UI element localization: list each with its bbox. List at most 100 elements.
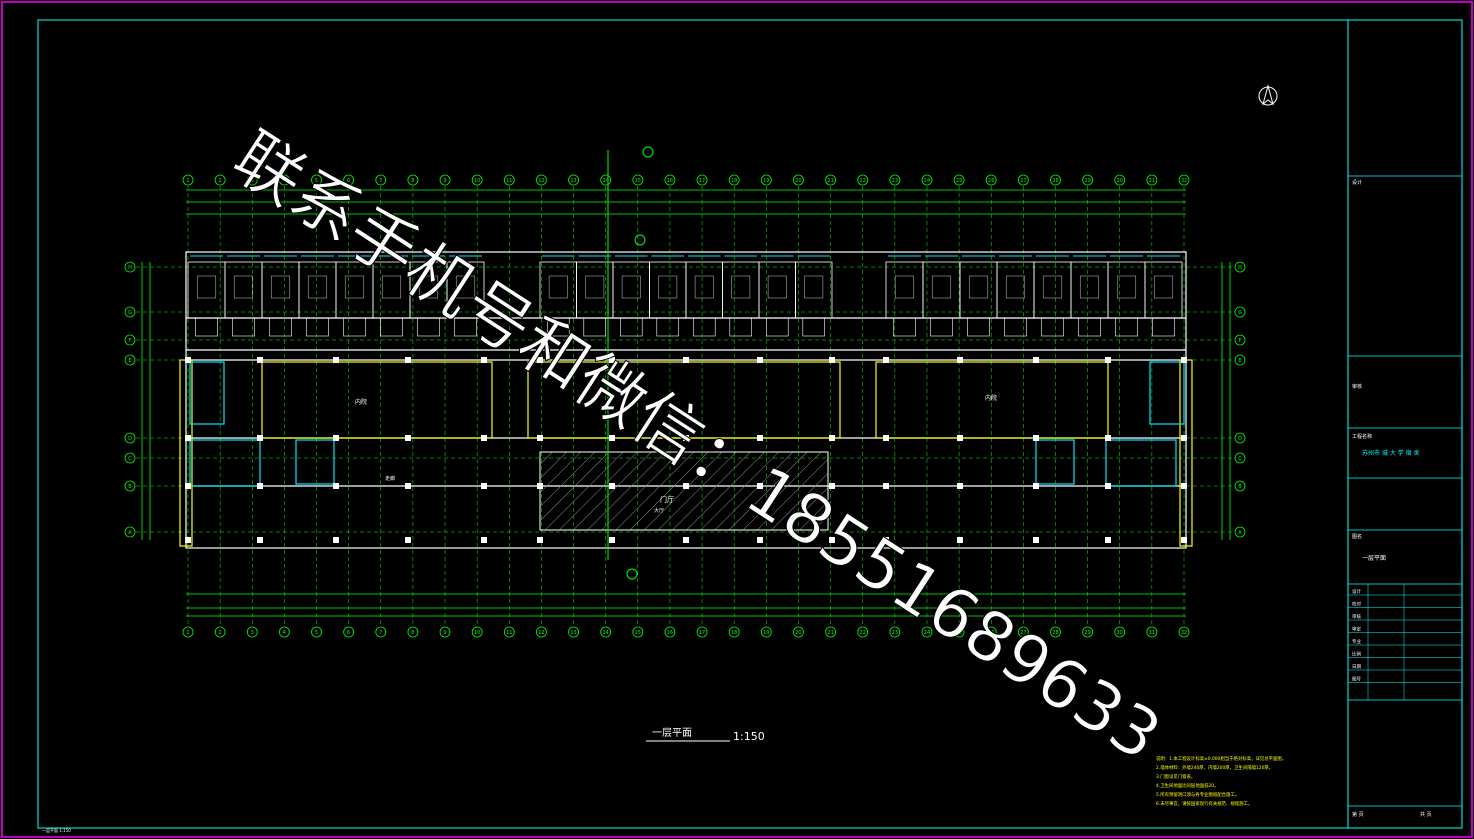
axis-bubble	[1234, 334, 1246, 346]
bed-block	[270, 275, 291, 299]
axis-bubble-label: 26	[988, 630, 994, 636]
axis-bubble	[471, 174, 483, 186]
axis-bubble	[1050, 174, 1061, 186]
column-mark	[1181, 537, 1187, 543]
axis-bubble	[1082, 626, 1094, 638]
courtyard-right-label: 内院	[985, 394, 997, 402]
axis-bubble-label: 7	[379, 178, 382, 184]
room-cell	[612, 261, 650, 319]
axis-bubble-label: 5	[315, 630, 318, 636]
axis-bubble-label: 4	[283, 178, 286, 184]
dormitory-rooms	[187, 255, 1183, 337]
axis-bubble-label: 9	[443, 178, 446, 184]
axis-bubble-label: 8	[411, 630, 414, 636]
axis-bubble	[407, 174, 419, 186]
tb-project-label: 工程名称	[1352, 433, 1372, 440]
axis-bubble-label: 23	[892, 630, 898, 636]
room-cell	[922, 261, 961, 319]
bed-block	[1042, 275, 1063, 299]
column-mark	[1105, 435, 1111, 441]
axis-bubble-label: 12	[538, 630, 544, 636]
bed-block	[344, 275, 365, 299]
room-cell	[1070, 261, 1109, 319]
axis-bubble-label: 4	[283, 630, 286, 636]
axis-bubble	[1082, 174, 1094, 186]
column-mark	[683, 357, 689, 363]
bed-block	[658, 275, 678, 299]
column-mark	[405, 357, 411, 363]
room-cell	[685, 261, 723, 319]
axis-bubble	[182, 174, 194, 186]
bed-block	[968, 275, 989, 299]
hall-sublabel: 大厅	[654, 507, 664, 514]
dimension-lines	[141, 189, 1231, 617]
axis-bubble	[503, 174, 515, 186]
column-mark	[185, 537, 191, 543]
column-mark	[481, 537, 487, 543]
axis-bubble	[471, 626, 483, 638]
axis-bubble	[1234, 480, 1246, 492]
room-cell	[649, 261, 687, 319]
axis-bubble	[953, 174, 965, 186]
axis-bubble	[1017, 174, 1029, 186]
room-cell	[996, 261, 1035, 319]
column-mark	[757, 357, 763, 363]
axis-bubble	[1178, 626, 1190, 638]
note-line: 说明：1.本工程设计标高±0.000相当于绝对标高，详见总平面图。	[1156, 755, 1286, 762]
axis-bubble-label: 25	[956, 178, 962, 184]
axis-bubble	[124, 526, 136, 538]
bath-cell	[692, 317, 716, 337]
axis-bubble-label: 2	[219, 178, 222, 184]
bath-cell	[765, 317, 789, 337]
tb-row-label: 审定	[1352, 626, 1361, 633]
bed-block	[767, 275, 787, 299]
axis-bubble	[921, 174, 933, 186]
axis-bubble-label: 15	[635, 178, 641, 184]
axis-bubble	[1146, 174, 1158, 186]
stair-cores	[189, 361, 1185, 487]
axis-bubble	[921, 626, 933, 638]
axis-bubble-label: 23	[892, 178, 898, 184]
axis-bubble	[311, 174, 322, 186]
axis-bubble-label: 6	[347, 630, 350, 636]
bed-block	[455, 275, 476, 299]
column-mark	[1105, 357, 1111, 363]
axis-bubble	[985, 626, 997, 638]
bath-cell	[967, 317, 990, 337]
axis-bubble-label: 10	[474, 178, 480, 184]
corridor-label: 走廊	[385, 475, 395, 482]
axis-bubble-label: 15	[635, 630, 641, 636]
axis-bubble	[439, 174, 451, 186]
axis-bubble	[311, 626, 322, 638]
axis-bubble	[1114, 174, 1126, 186]
axis-bubble	[889, 174, 901, 186]
column-mark	[333, 483, 339, 489]
column-mark	[537, 357, 543, 363]
axis-bubble	[728, 626, 740, 638]
bath-cell	[802, 317, 825, 337]
bed-block	[1153, 275, 1174, 299]
axis-bubble-label: 16	[667, 178, 673, 184]
tb-row-label: 设计	[1352, 588, 1361, 595]
axis-bubble	[1234, 306, 1246, 318]
axis-bubble-label: 9	[443, 630, 446, 636]
axis-bubble-label: 11	[506, 178, 512, 184]
axis-bubble-label: 21	[827, 630, 833, 636]
bath-cell	[1041, 317, 1064, 337]
room-cell	[885, 261, 924, 319]
bath-cell	[454, 317, 477, 337]
axis-bubble-label: 20	[795, 630, 801, 636]
bath-cell	[417, 317, 440, 337]
room-cell	[722, 261, 760, 319]
tb-row-label: 日期	[1352, 664, 1361, 670]
axis-bubble	[124, 306, 136, 318]
column-mark	[957, 483, 963, 489]
axis-bubble-label: 12	[538, 178, 544, 184]
column-mark	[957, 537, 963, 543]
bed-block	[196, 275, 217, 299]
column-mark	[957, 435, 963, 441]
bed-block	[731, 275, 751, 299]
axis-bubble	[1017, 626, 1029, 638]
